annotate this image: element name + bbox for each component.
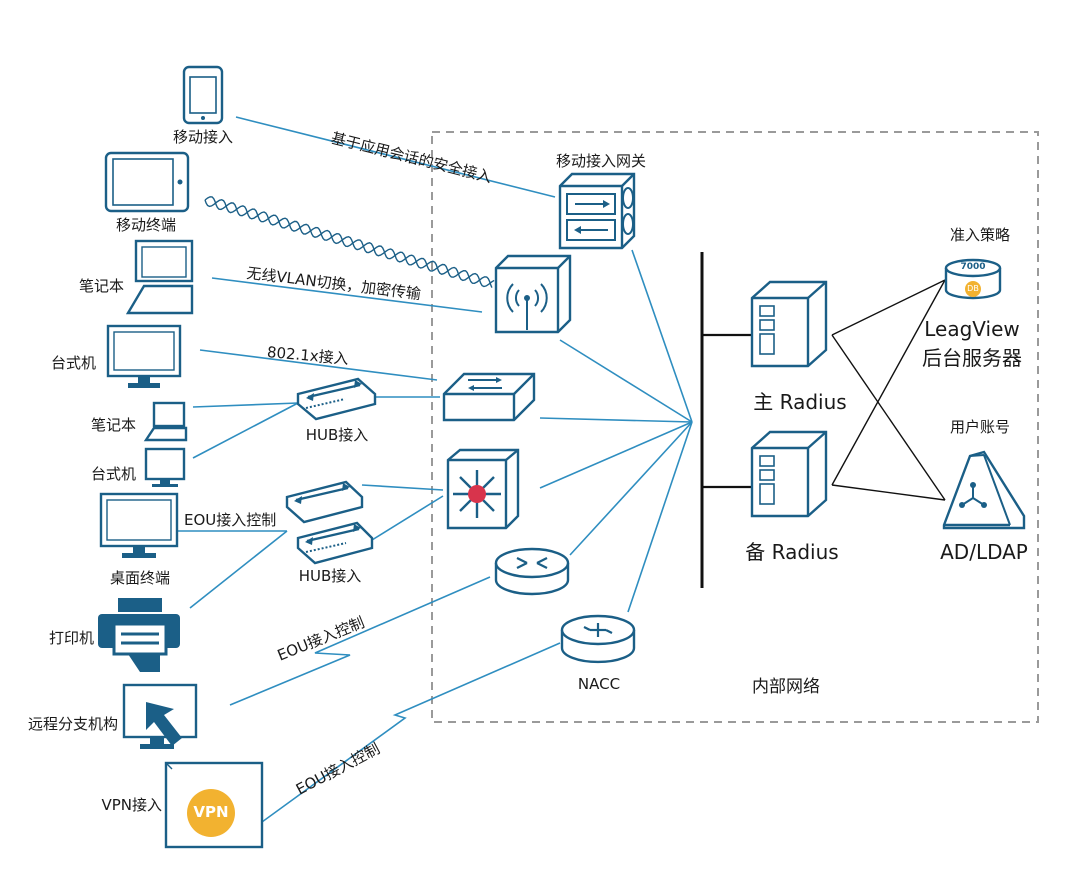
label-backup-radius: 备 Radius [745,540,839,564]
label-laptop: 笔记本 [78,277,124,295]
tablet-icon [104,151,190,213]
label-hub-access-1: HUB接入 [305,426,369,444]
router-icon [494,547,570,596]
db-value: 7000 [960,262,986,272]
internal-network-boundary [431,131,1039,723]
label-nacc: NACC [577,675,621,693]
database-icon [944,258,1002,300]
label-ad-ldap: AD/LDAP [940,540,1028,564]
label-laptop-small: 笔记本 [90,416,136,434]
connection-lines [178,116,693,839]
vpn-badge-text: VPN [193,803,229,821]
desktop-monitor-icon [99,492,179,558]
desktop-monitor-icon [144,447,186,487]
laptop-icon [125,239,194,315]
hub-icon [285,480,364,524]
radius-bus [700,252,946,588]
remote-cursor-monitor-icon [122,683,198,749]
label-vpn-access: VPN接入 [101,796,162,814]
directory-icon [942,450,1026,530]
hub-icon [296,377,377,421]
label-leagview: LeagView [924,317,1020,341]
vpn-box-icon [164,761,264,849]
printer-icon [98,598,180,672]
laptop-icon [143,401,188,442]
label-printer: 打印机 [48,629,94,647]
smartphone-icon [182,65,224,125]
switch-icon [442,372,536,422]
label-leagview-server: 后台服务器 [922,346,1022,370]
label-mobile-terminal: 移动终端 [115,216,177,234]
server-tower-icon [750,430,828,518]
label-remote-branch: 远程分支机构 [27,715,118,733]
label-mobile-access: 移动接入 [172,128,234,146]
gateway-appliance-icon [558,172,636,250]
label-desktop: 台式机 [50,354,96,372]
label-desktop-terminal: 桌面终端 [109,569,171,587]
label-primary-radius: 主 Radius [753,390,847,414]
desktop-monitor-icon [106,324,182,388]
label-access-policy: 准入策略 [949,226,1011,244]
wireless-wave [204,196,495,288]
server-tower-icon [750,280,828,368]
label-desktop-small: 台式机 [90,465,136,483]
label-hub-access-2: HUB接入 [298,567,362,585]
hub-icon [296,521,374,565]
core-switch-icon [446,448,520,530]
label-user-account: 用户账号 [949,418,1011,436]
label-eou-control-left: EOU接入控制 [184,511,277,529]
db-badge: DB [967,284,979,293]
label-mobile-gateway: 移动接入网关 [555,152,647,170]
label-internal-network: 内部网络 [752,677,820,697]
nacc-router-icon [560,614,636,664]
wireless-ap-icon [494,254,572,334]
